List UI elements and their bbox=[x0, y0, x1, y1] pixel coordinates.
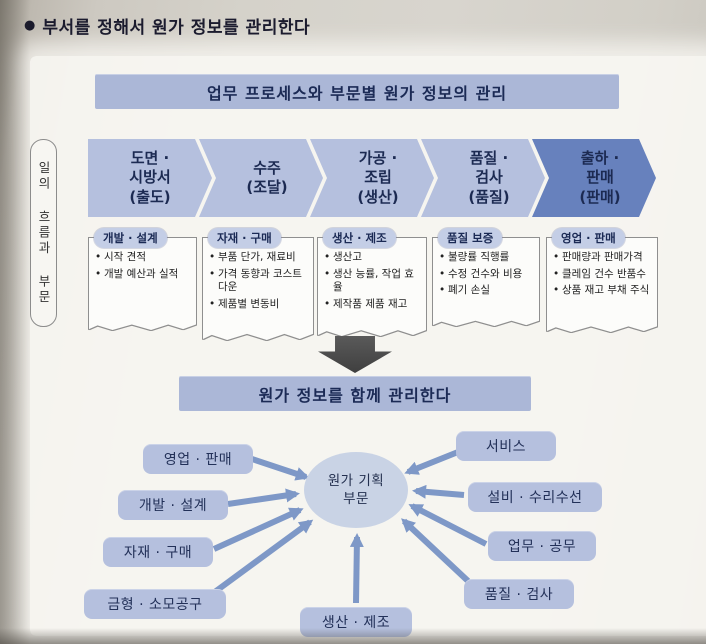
hub-node-molds-tools: 금형 · 소모공구 bbox=[84, 589, 226, 619]
process-step-order: 수주 (조달) bbox=[199, 139, 323, 217]
process-step-assembly: 가공 · 조립 (생산) bbox=[310, 139, 434, 217]
note-item: 수정 건수와 비용 bbox=[439, 268, 535, 282]
note-item-list: 시작 견적 개발 예산과 실적 bbox=[95, 251, 192, 281]
process-step-quality: 품질 · 검사 (품질) bbox=[421, 139, 545, 217]
process-step-shipping: 출하 · 판매 (판매) bbox=[532, 139, 656, 217]
hub-center-line2: 부문 bbox=[343, 491, 369, 507]
note-item: 제작품 제품 재고 bbox=[324, 298, 422, 312]
note-item: 가격 동향과 코스트다운 bbox=[209, 268, 309, 295]
note-item: 제품별 변동비 bbox=[209, 298, 309, 312]
process-section-title: 업무 프로세스와 부문별 원가 정보의 관리 bbox=[95, 74, 619, 109]
note-label-production: 생산 · 제조 bbox=[323, 228, 396, 248]
hub-node-production: 생산 · 제조 bbox=[300, 607, 412, 637]
hub-center-line1: 원가 기획 bbox=[327, 472, 385, 489]
note-item: 부품 단가, 재료비 bbox=[209, 251, 309, 265]
note-label-sales: 영업 · 판매 bbox=[552, 228, 625, 248]
step-line: (생산) bbox=[357, 187, 399, 206]
note-item: 폐기 손실 bbox=[439, 284, 535, 298]
step-line: (출도) bbox=[129, 187, 171, 206]
note-item: 클레임 건수 반품수 bbox=[553, 268, 653, 282]
note-label-quality: 품질 보증 bbox=[438, 228, 503, 248]
note-paper: 생산고 생산 능률, 작업 효율 제작품 제품 재고 bbox=[318, 238, 426, 336]
note-item-list: 불량률 직행률 수정 건수와 비용 폐기 손실 bbox=[439, 251, 535, 298]
note-item: 판매량과 판매가격 bbox=[553, 251, 653, 265]
hub-node-sales: 영업 · 판매 bbox=[143, 444, 253, 474]
note-item-list: 부품 단가, 재료비 가격 동향과 코스트다운 제품별 변동비 bbox=[209, 251, 309, 312]
note-item: 상품 재고 부채 주식 bbox=[553, 284, 653, 298]
step-line: 검사 bbox=[475, 168, 503, 187]
note-item: 불량률 직행률 bbox=[439, 251, 535, 265]
step-line: 조립 bbox=[364, 168, 392, 187]
hub-node-equipment-repair: 설비 · 수리수선 bbox=[468, 482, 602, 512]
hub-node-business-engineering: 업무 · 공무 bbox=[488, 531, 596, 561]
note-paper: 부품 단가, 재료비 가격 동향과 코스트다운 제품별 변동비 bbox=[203, 238, 313, 340]
step-line: (품질) bbox=[468, 187, 510, 206]
page-heading: ● 부서를 정해서 원가 정보를 관리한다 bbox=[24, 13, 310, 38]
hub-node-service: 서비스 bbox=[456, 431, 556, 461]
hub-node-materials: 자재 · 구매 bbox=[103, 537, 213, 567]
department-note-materials: 부품 단가, 재료비 가격 동향과 코스트다운 제품별 변동비 bbox=[203, 238, 313, 340]
department-note-quality: 불량률 직행률 수정 건수와 비용 폐기 손실 bbox=[433, 238, 539, 326]
step-line: 수주 bbox=[253, 158, 281, 177]
step-line: (조달) bbox=[246, 178, 288, 196]
department-note-sales: 판매량과 판매가격 클레임 건수 반품수 상품 재고 부채 주식 bbox=[547, 238, 657, 332]
note-item-list: 판매량과 판매가격 클레임 건수 반품수 상품 재고 부채 주식 bbox=[553, 251, 653, 298]
hub-node-development: 개발 · 설계 bbox=[118, 490, 228, 520]
note-item: 시작 견적 bbox=[95, 251, 192, 265]
note-item-list: 생산고 생산 능률, 작업 효율 제작품 제품 재고 bbox=[324, 251, 422, 312]
hub-node-quality: 품질 · 검사 bbox=[464, 579, 574, 609]
note-paper: 시작 견적 개발 예산과 실적 bbox=[89, 238, 196, 330]
note-item: 개발 예산과 실적 bbox=[95, 268, 192, 282]
step-line: 품질 · bbox=[469, 148, 509, 167]
note-label-materials: 자재 · 구매 bbox=[208, 228, 281, 248]
page-heading-text: 부서를 정해서 원가 정보를 관리한다 bbox=[42, 18, 311, 38]
note-item: 생산 능률, 작업 효율 bbox=[324, 268, 422, 295]
step-line: 출하 · bbox=[580, 148, 620, 167]
hub-section-title: 원가 정보를 함께 관리한다 bbox=[179, 376, 531, 411]
department-note-production: 생산고 생산 능률, 작업 효율 제작품 제품 재고 bbox=[318, 238, 426, 336]
note-item: 생산고 bbox=[324, 251, 422, 265]
note-paper: 판매량과 판매가격 클레임 건수 반품수 상품 재고 부채 주식 bbox=[547, 238, 657, 332]
bullet-icon: ● bbox=[24, 18, 36, 33]
step-line: (판매) bbox=[579, 187, 621, 206]
step-line: 시방서 bbox=[129, 168, 171, 187]
note-paper: 불량률 직행률 수정 건수와 비용 폐기 손실 bbox=[433, 238, 539, 326]
step-line: 판매 bbox=[586, 168, 614, 187]
flow-axis-label: 일의 흐름과 부문 bbox=[30, 139, 57, 327]
step-line: 도면 · bbox=[130, 148, 170, 167]
hub-center-circle: 원가 기획 부문 bbox=[304, 452, 408, 528]
note-label-development: 개발 · 설계 bbox=[94, 228, 167, 248]
step-line: 가공 · bbox=[358, 148, 398, 167]
process-step-drawing-spec: 도면 · 시방서 (출도) bbox=[88, 139, 212, 217]
department-note-development: 시작 견적 개발 예산과 실적 bbox=[89, 238, 196, 330]
